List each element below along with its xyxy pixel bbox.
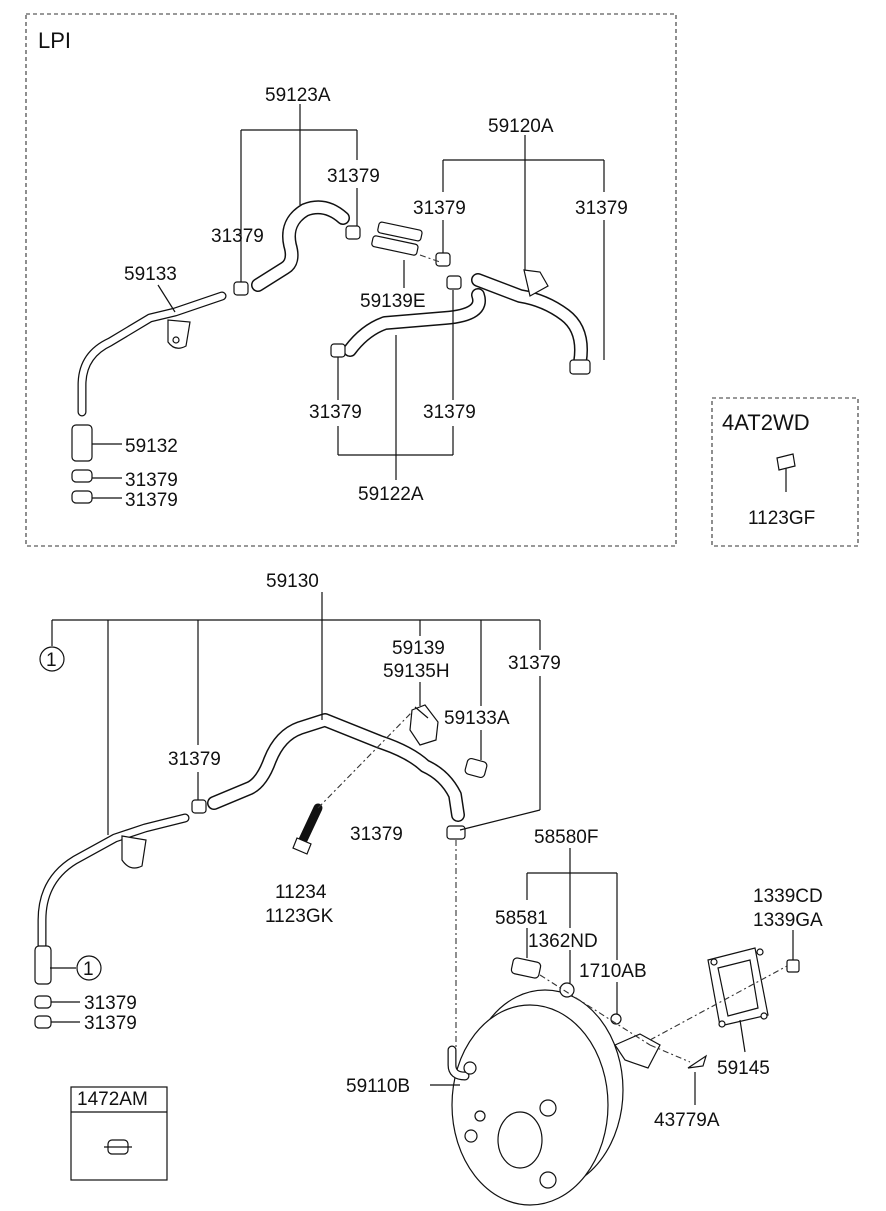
label-1339GA: 1339GA: [753, 910, 823, 931]
lpi-cap: [569, 359, 591, 375]
seal-58581: [510, 957, 542, 979]
main-hose-59130: [207, 713, 465, 822]
clip-1710AB: [610, 1013, 622, 1025]
variant-section-frame: [711, 397, 859, 547]
bolt-1123GF: [776, 453, 796, 492]
main-hose-end: [34, 945, 52, 985]
kit-box: [70, 1086, 168, 1181]
main-leaders: [50, 592, 794, 1105]
label-58580F: 58580F: [534, 827, 598, 848]
label-31379-e: 31379: [309, 402, 362, 423]
lpi-clamp-7: [71, 490, 93, 504]
label-43779A: 43779A: [654, 1110, 720, 1131]
label-11234: 11234: [275, 882, 327, 903]
nut-1339CD: [786, 959, 800, 973]
check-valve-59139: [409, 704, 439, 746]
label-59122A: 59122A: [358, 484, 424, 505]
main-dash-lines: [317, 711, 788, 1063]
label-59123A: 59123A: [265, 85, 331, 106]
lpi-clamp-2: [345, 225, 361, 240]
label-31379-a: 31379: [327, 166, 380, 187]
lpi-hose-59122A: [343, 288, 486, 357]
lpi-clamp-5: [330, 343, 346, 358]
label-31379-l: 31379: [84, 993, 137, 1014]
label-31379-k: 31379: [350, 824, 403, 845]
svg-text:1: 1: [83, 959, 94, 980]
kit-box-title: 1472AM: [77, 1089, 148, 1110]
label-31379-m: 31379: [84, 1013, 137, 1034]
variant-section-title: 4AT2WD: [722, 410, 810, 435]
label-59132: 59132: [125, 436, 178, 457]
brake-booster-59110B: [447, 989, 661, 1206]
ring-1362ND: [559, 982, 575, 998]
label-59130: 59130: [266, 571, 319, 592]
bolt-11234: [292, 803, 323, 855]
label-31379-i: 31379: [508, 653, 561, 674]
main-clamp-4: [34, 1015, 52, 1029]
label-59135H: 59135H: [383, 661, 450, 682]
label-1123GK: 1123GK: [265, 906, 334, 927]
lpi-section-frame: [25, 13, 677, 547]
main-pipe: [37, 813, 190, 950]
label-31379-j: 31379: [168, 749, 221, 770]
lpi-leaders: [92, 104, 605, 499]
label-1710AB: 1710AB: [579, 961, 647, 982]
label-59133: 59133: [124, 264, 177, 285]
main-clamp-3: [34, 995, 52, 1009]
label-31379-b: 31379: [211, 226, 264, 247]
label-58581: 58581: [495, 908, 548, 929]
label-31379-f: 31379: [423, 402, 476, 423]
kit-clamp-icon: [104, 1139, 132, 1155]
label-31379-g: 31379: [125, 470, 178, 491]
label-59120A: 59120A: [488, 116, 554, 137]
label-31379-c: 31379: [413, 198, 466, 219]
main-clamp-1: [191, 799, 207, 814]
label-31379-d: 31379: [575, 198, 628, 219]
main-clamp-2: [446, 825, 466, 840]
pin-43779A: [687, 1054, 708, 1069]
lpi-hose-59120A: [471, 269, 588, 369]
connector-59133A: [464, 757, 488, 779]
label-59110B: 59110B: [346, 1076, 410, 1097]
lpi-hose-59132: [71, 424, 93, 462]
lpi-hose-59123A: [251, 200, 350, 292]
label-59133A: 59133A: [444, 708, 510, 729]
label-1339CD: 1339CD: [753, 886, 823, 907]
lpi-dash-1: [419, 254, 441, 263]
svg-text:1: 1: [46, 650, 57, 671]
callout-bottom: 1: [76, 955, 102, 981]
lpi-section-title: LPI: [38, 28, 71, 53]
label-1123GF: 1123GF: [748, 508, 815, 529]
label-31379-h: 31379: [125, 490, 178, 511]
lpi-clamp-4: [446, 275, 462, 290]
callout-top: 1: [39, 646, 65, 672]
lpi-clamp-6: [71, 469, 93, 483]
lpi-clamp-3: [435, 252, 451, 267]
label-59139: 59139: [392, 638, 445, 659]
label-59139E: 59139E: [360, 291, 426, 312]
lpi-check-valve-59139E: [371, 221, 423, 256]
label-1362ND: 1362ND: [528, 931, 598, 952]
lpi-clamp-1: [233, 281, 249, 296]
lpi-pipe-59133: [77, 291, 227, 417]
gasket-59145: [707, 947, 769, 1028]
label-59145: 59145: [717, 1058, 770, 1079]
